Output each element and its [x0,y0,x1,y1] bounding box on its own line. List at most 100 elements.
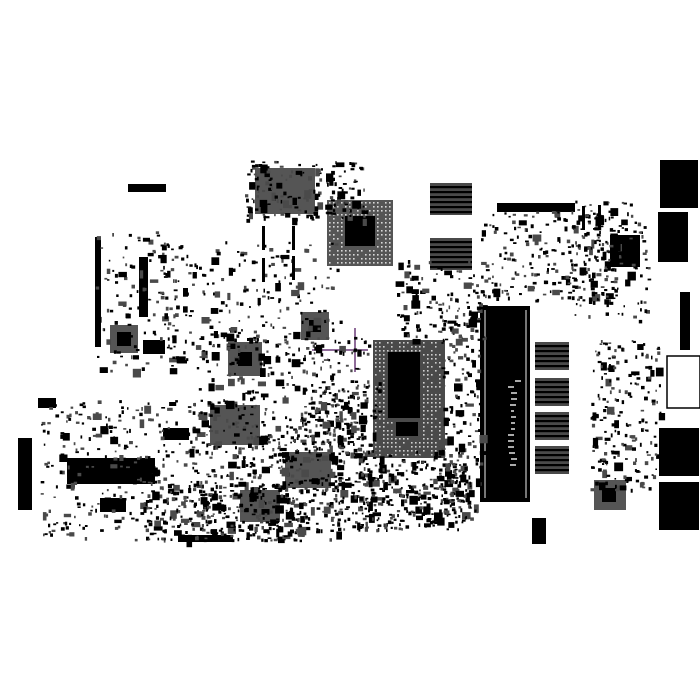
smd-part [336,203,338,206]
smd-part [285,352,288,356]
bga-pin [329,230,331,232]
bga-pin [389,214,391,216]
smd-part [284,444,288,447]
bga-pin [439,366,441,368]
bga-pin [329,254,331,256]
smd-part [554,249,557,252]
smd-part [347,214,353,221]
smd-part [257,476,262,480]
smd-part [458,356,464,360]
smd-part [635,479,640,483]
smd-part [653,435,657,438]
smd-part [363,467,366,471]
smd-part [235,403,238,408]
smd-part [458,481,461,485]
smd-part [272,505,276,509]
bga-pin [373,206,375,208]
smd-part [267,373,270,377]
smd-part [257,535,261,540]
bga-pin [345,258,347,260]
bga-pin [389,242,391,244]
bga-pin [423,410,425,412]
smd-part [107,476,110,480]
smd-part [66,420,68,423]
smd-part [248,443,252,448]
dimm-mark [515,380,521,382]
smd-part [528,234,533,239]
smd-part [200,481,203,484]
smd-part [275,520,280,524]
resistor-array [598,205,601,229]
bga-pin [377,254,379,256]
smd-part [192,527,195,531]
smd-part [331,504,334,509]
bga-pin [399,446,401,448]
smd-part [283,263,288,267]
smd-part [210,308,219,314]
bga-pin [333,222,335,224]
smd-part [172,324,175,327]
smd-part [257,191,260,193]
smd-part [579,267,587,276]
smd-part [474,430,479,433]
smd-part [413,338,416,341]
smd-part [133,355,139,360]
smd-part [306,489,310,494]
smd-part [631,263,636,267]
smd-part [364,399,369,404]
smd-part [321,284,324,289]
smd-part [433,456,438,460]
smd-part [213,331,218,339]
bga-pin [341,234,343,236]
smd-part [304,338,309,341]
smd-part [370,414,373,417]
bga-pin [383,414,385,416]
smd-part [110,436,119,445]
smd-part [230,327,238,333]
smd-part [580,273,585,276]
smd-part [640,300,643,304]
bga-pin [375,426,377,428]
bga-pin [435,442,437,444]
smd-part [188,488,192,494]
smd-part [297,434,300,438]
smd-part [308,402,313,405]
smd-part [316,182,320,187]
smd-part [82,402,86,405]
smd-part [464,402,468,404]
smd-part [609,390,612,395]
smd-part [184,521,188,525]
smd-part [277,526,282,533]
smd-part [282,452,289,458]
smd-part [245,194,249,198]
smd-part [223,429,225,432]
smd-part [88,512,92,516]
smd-part [268,455,272,459]
bga-pin [391,430,393,432]
smd-part [553,220,557,223]
bga-pin [431,394,433,396]
smd-part [356,438,361,440]
smd-part [577,298,580,301]
bga-pin [399,450,401,452]
smd-part [253,199,255,204]
smd-part [605,342,608,346]
smd-part [270,539,273,542]
smd-part [265,321,268,324]
smd-part [202,290,205,294]
smd-part [245,464,249,467]
smd-part [276,518,280,521]
smd-part [568,291,573,294]
smd-part [644,461,649,466]
smd-part [597,460,602,463]
smd-part [383,485,386,490]
smd-part [73,442,76,446]
memory-chip [430,183,472,215]
smd-part [647,391,650,394]
smd-part [477,369,482,374]
smd-part [354,480,358,483]
smd-part [249,492,257,502]
smd-part [405,469,408,472]
smd-part [603,409,607,413]
smd-part [139,456,142,459]
